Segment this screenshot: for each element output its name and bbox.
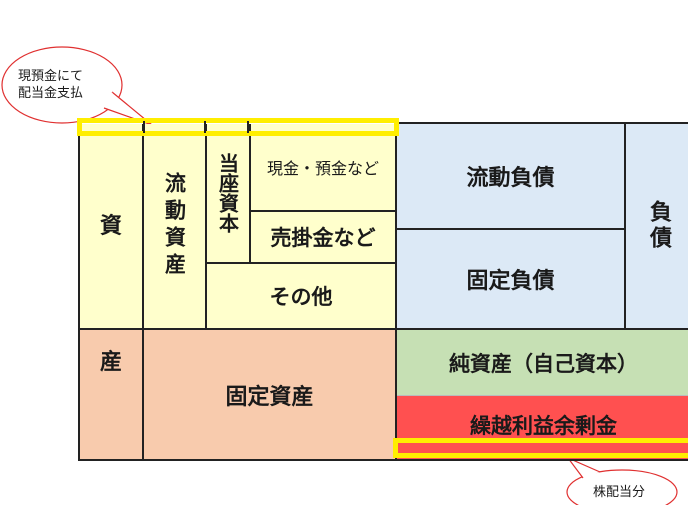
current-liabilities: 流動負債 xyxy=(397,122,626,230)
balance-sheet: 資 産 流動資産 当座資本 現金・預金など 売掛金など その他 固定資産 流動負… xyxy=(78,122,688,461)
cash-payout-highlight-divider-2 xyxy=(204,121,206,133)
bottom-callout-text: 株配当分 xyxy=(593,485,646,500)
top-callout-text: 現預金にて 配当金支払 xyxy=(18,69,84,101)
dividend-highlight xyxy=(393,438,688,458)
cash-payout-highlight xyxy=(77,118,399,136)
cash-payout-highlight-divider xyxy=(143,121,145,133)
other-assets: その他 xyxy=(207,264,397,330)
quick-assets: 当座資本 xyxy=(207,124,251,264)
assets-label-bottom: 産 xyxy=(80,330,144,461)
net-assets: 純資産（自己資本） xyxy=(397,330,688,396)
fixed-assets: 固定資産 xyxy=(144,330,397,461)
receivables: 売掛金など xyxy=(251,212,397,264)
top-callout-bubble xyxy=(1,46,153,126)
assets-bottom-border xyxy=(80,459,397,461)
liabilities-label: 負債 xyxy=(626,122,688,330)
cash-payout-highlight-divider-3 xyxy=(247,121,249,133)
cash-deposits: 現金・預金など xyxy=(251,124,397,212)
fixed-liabilities: 固定負債 xyxy=(397,230,626,330)
current-assets: 流動資産 xyxy=(144,124,207,330)
assets-label-top: 資 xyxy=(80,124,144,330)
